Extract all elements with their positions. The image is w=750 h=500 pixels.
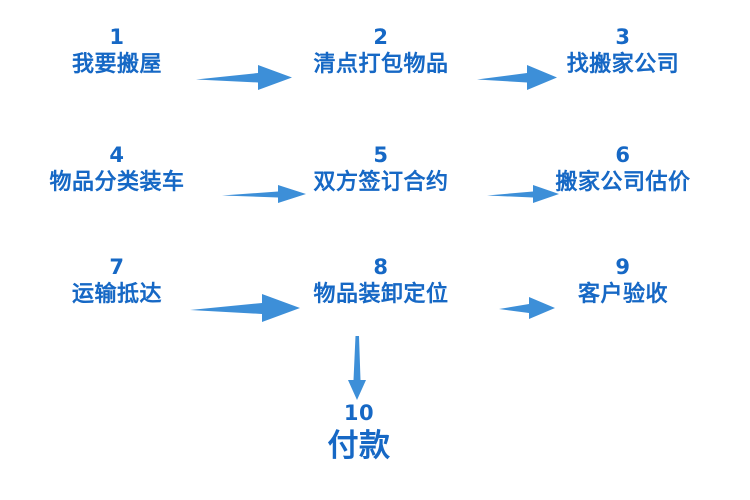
arrow-8-to-9 [499,294,555,322]
arrow-5-to-6 [487,182,559,206]
flow-node-9-number: 9 [615,255,631,279]
flow-node-3-number: 3 [615,25,631,49]
flow-node-2-number: 2 [373,25,389,49]
flow-node-7-label: 运输抵达 [71,282,163,307]
flow-node-8[interactable]: 8 物品装卸定位 [313,254,448,310]
flow-node-5[interactable]: 5 双方签订合约 [313,142,448,198]
flow-node-5-label: 双方签订合约 [313,170,449,195]
flow-node-6-number: 6 [615,143,631,167]
flow-node-1[interactable]: 1 我要搬屋 [72,24,162,80]
flow-node-10-label: 付款 [327,428,391,464]
arrow-4-to-5 [222,182,306,206]
flow-node-3[interactable]: 3 找搬家公司 [567,24,680,80]
flow-node-4-label: 物品分类装车 [49,170,185,195]
flow-node-1-label: 我要搬屋 [71,52,163,77]
flow-node-9[interactable]: 9 客户验收 [578,254,668,310]
flow-node-4-number: 4 [109,143,125,167]
flow-node-8-label: 物品装卸定位 [313,282,449,307]
arrow-1-to-2 [196,62,292,92]
flow-node-9-label: 客户验收 [577,282,669,307]
flow-node-8-number: 8 [373,255,389,279]
flow-node-6[interactable]: 6 搬家公司估价 [555,142,690,198]
flow-node-2[interactable]: 2 清点打包物品 [313,24,448,80]
arrow-7-to-8 [190,292,300,324]
flow-node-1-number: 1 [109,25,125,49]
flow-node-5-number: 5 [373,143,389,167]
arrow-8-to-10 [344,336,370,400]
flow-node-7[interactable]: 7 运输抵达 [72,254,162,310]
flow-node-10-number: 10 [343,401,375,425]
flow-node-7-number: 7 [109,255,125,279]
flow-node-6-label: 搬家公司估价 [555,170,691,195]
arrow-2-to-3 [477,62,557,92]
flow-node-4[interactable]: 4 物品分类装车 [49,142,184,198]
flow-node-10[interactable]: 10 付款 [328,400,391,466]
flow-node-3-label: 找搬家公司 [566,52,680,77]
flow-node-2-label: 清点打包物品 [313,52,449,77]
